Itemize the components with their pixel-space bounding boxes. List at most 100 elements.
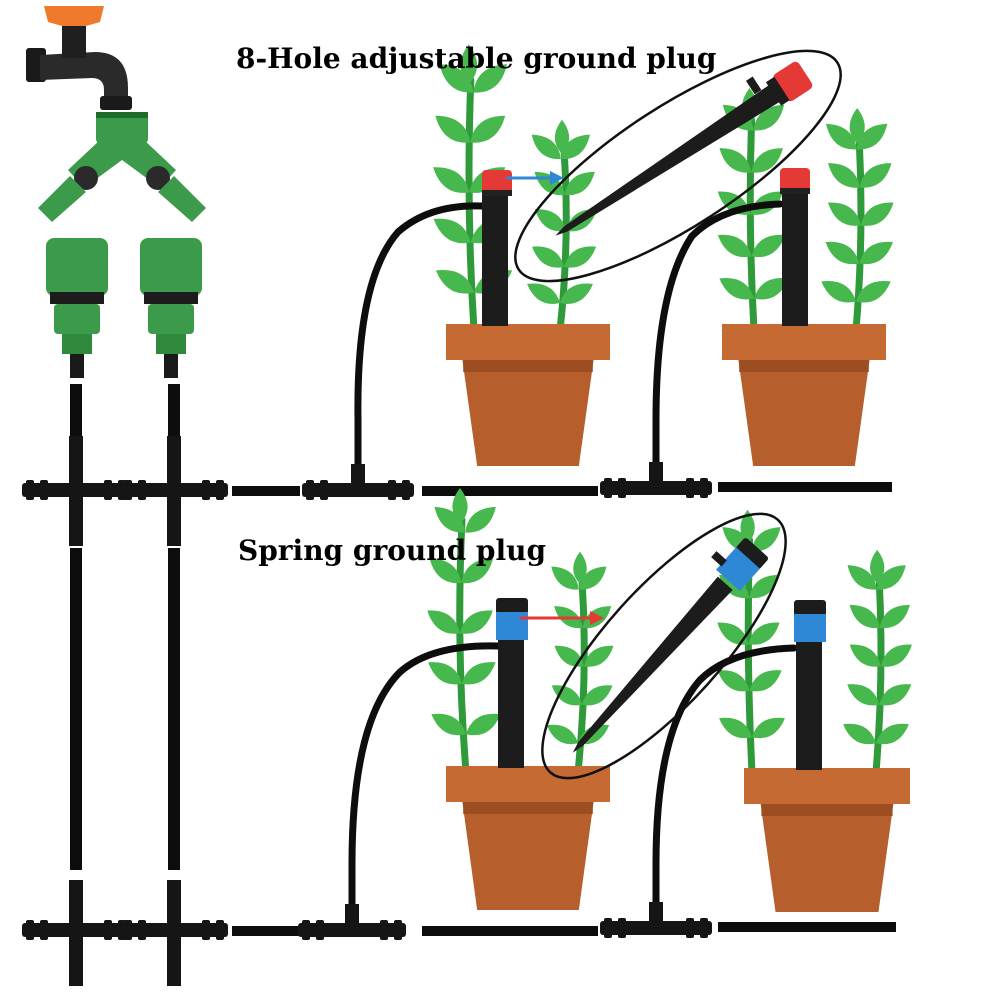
- leaf: [753, 104, 785, 131]
- leaf: [717, 234, 752, 258]
- leaf: [532, 246, 565, 268]
- leaf: [751, 527, 781, 552]
- leaf: [719, 717, 752, 739]
- leaf: [551, 685, 583, 706]
- tee-fitting: [600, 902, 712, 938]
- pot-rim: [744, 768, 910, 804]
- stake-top-left: [482, 170, 512, 326]
- tee-branch-up: [649, 902, 663, 928]
- tee-fitting: [298, 904, 406, 940]
- leaf: [879, 684, 912, 706]
- leaf: [473, 64, 508, 93]
- quick-connector-right: [140, 238, 202, 378]
- leaf: [719, 148, 752, 173]
- leaf: [433, 167, 470, 193]
- leaf: [849, 108, 865, 144]
- tee-barb: [402, 480, 410, 500]
- stake-bottom-right: [794, 600, 826, 770]
- leaf: [582, 685, 613, 706]
- tee-barb: [686, 478, 694, 498]
- stake-bottom-left: [496, 598, 528, 768]
- leaf: [435, 269, 474, 294]
- leaf: [719, 278, 754, 300]
- plant-stem: [852, 136, 865, 334]
- tee-branch-up: [69, 880, 83, 930]
- leaf: [828, 202, 861, 226]
- tee-branch-down: [167, 490, 181, 546]
- leaf: [748, 622, 780, 645]
- leaf: [433, 218, 471, 244]
- leaf: [431, 713, 466, 736]
- tee-branch-up: [167, 436, 181, 490]
- tee-barb: [138, 480, 146, 500]
- leaf: [880, 644, 912, 667]
- leaf: [876, 565, 906, 590]
- tee-barb: [216, 480, 224, 500]
- spring-cap: [496, 612, 528, 640]
- tee-barb: [700, 918, 708, 938]
- arrow-to-adjustable: [506, 171, 564, 185]
- tee-branch-down: [69, 490, 83, 546]
- tee-branch-up: [167, 880, 181, 930]
- quick-connector-left: [46, 238, 108, 378]
- tee-fitting: [600, 462, 712, 498]
- leaf: [740, 509, 755, 544]
- leaf: [717, 622, 749, 645]
- tee-fitting: [302, 464, 414, 500]
- adjustable-cap: [482, 170, 512, 194]
- leaf: [452, 488, 468, 524]
- plant: [427, 488, 501, 776]
- pot-body: [462, 360, 594, 466]
- callout-adjustable-stake: [514, 49, 842, 283]
- leaf: [551, 566, 579, 590]
- leaf: [546, 724, 578, 745]
- leaf: [465, 506, 496, 533]
- leaf: [825, 241, 860, 265]
- tee-branch-up: [649, 462, 663, 488]
- valve-knob-right: [146, 166, 170, 190]
- leaf: [461, 662, 496, 685]
- tee-branch-down: [69, 930, 83, 986]
- tee-barb: [124, 920, 132, 940]
- leaf: [564, 171, 595, 196]
- arrow-to-spring: [520, 611, 604, 625]
- tee-barb: [618, 478, 626, 498]
- callout-ellipse: [541, 512, 787, 780]
- leaf: [531, 134, 561, 160]
- pot-shadow: [739, 360, 869, 372]
- pot-rim: [722, 324, 886, 360]
- tee-branch-up: [351, 464, 365, 490]
- plant-stem: [746, 116, 758, 334]
- flower-pot: [446, 766, 610, 910]
- tee-branch-down: [167, 930, 181, 986]
- leaf: [560, 283, 593, 304]
- leaf: [876, 723, 909, 745]
- tee-barb: [40, 480, 48, 500]
- tee-barb: [302, 920, 310, 940]
- stake-top-right: [780, 168, 810, 326]
- tee-fitting: [120, 880, 228, 986]
- leaf: [859, 163, 892, 188]
- leaf: [843, 723, 876, 745]
- leaf: [428, 662, 462, 685]
- tee-barb: [388, 480, 396, 500]
- faucet: [26, 6, 132, 110]
- callout-spring-stake: [541, 512, 787, 780]
- tee-barb: [104, 480, 112, 500]
- flower-pot: [744, 768, 910, 912]
- leaf: [719, 574, 750, 599]
- pot-rim: [446, 324, 610, 360]
- tee-fitting: [22, 880, 130, 986]
- pot-body: [462, 802, 594, 910]
- tee-barb: [26, 920, 34, 940]
- tee-barb: [40, 920, 48, 940]
- tee-barb: [306, 480, 314, 500]
- pot-shadow: [761, 804, 893, 816]
- leaf: [752, 717, 785, 739]
- plant-stem: [556, 146, 570, 334]
- tee-barb: [380, 920, 388, 940]
- leaf: [856, 281, 891, 303]
- pot-shadow: [463, 360, 593, 372]
